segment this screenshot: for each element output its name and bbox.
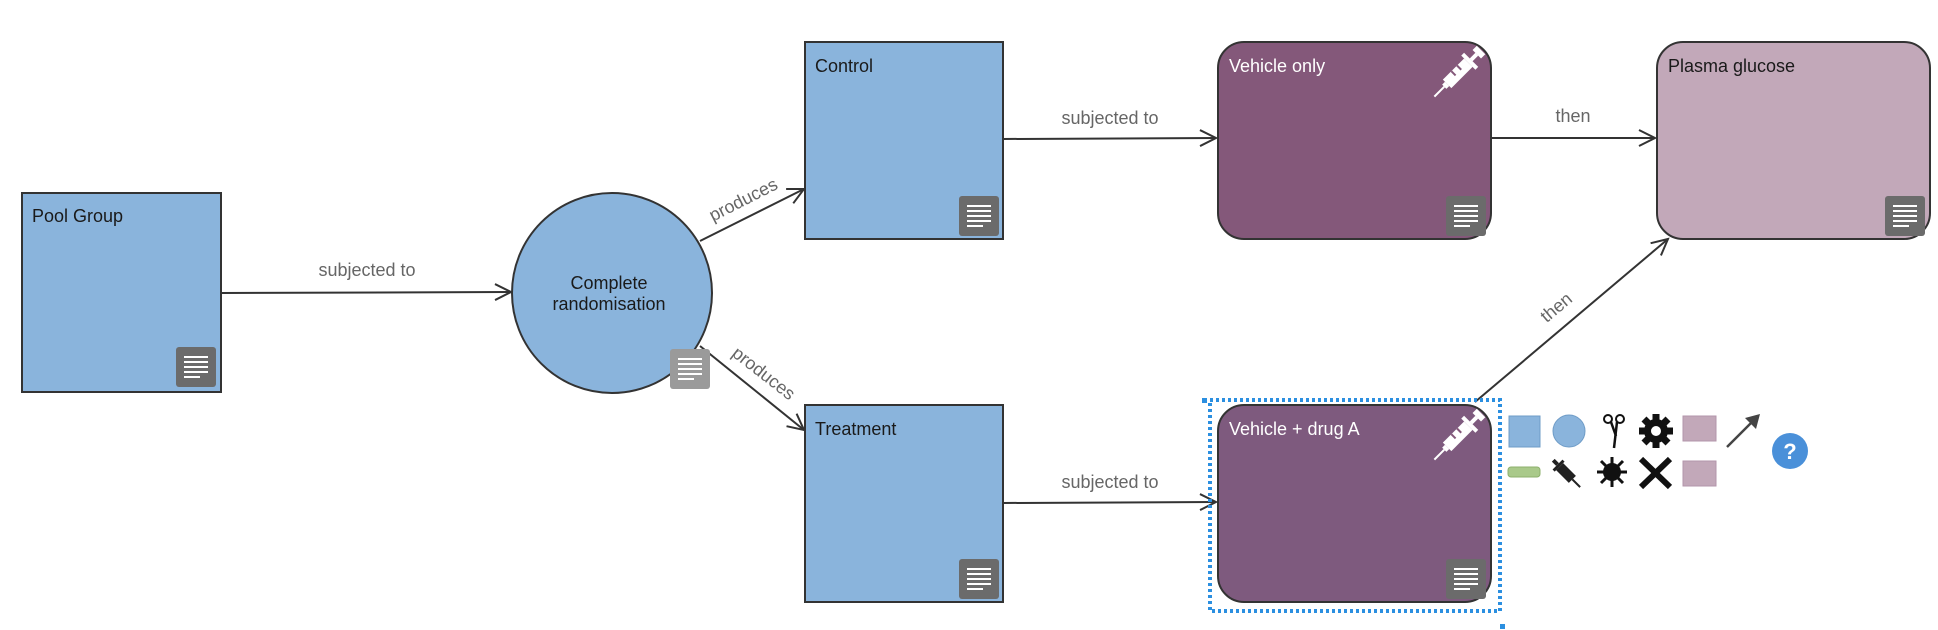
edge-label-produces: produces — [728, 343, 799, 404]
notes-icon[interactable] — [958, 558, 1000, 600]
edge-randomisation-to-control[interactable]: produces — [699, 174, 804, 242]
notes-icon[interactable] — [1884, 195, 1926, 237]
node-vehicle-only[interactable]: Vehicle only — [1217, 41, 1492, 240]
node-label: Vehicle + drug A — [1229, 419, 1360, 439]
resize-handle[interactable] — [1500, 624, 1505, 629]
edge-label-produces: produces — [706, 174, 781, 225]
node-label-line1: Complete — [570, 273, 647, 293]
gear-icon[interactable] — [1639, 414, 1673, 448]
node-complete-randomisation[interactable]: Complete randomisation — [511, 192, 713, 394]
selection-outline — [1208, 398, 1502, 613]
notes-icon[interactable] — [175, 346, 217, 388]
circle-node-icon[interactable] — [1552, 414, 1586, 448]
green-bar-icon[interactable] — [1507, 466, 1541, 478]
purple-rect-icon[interactable] — [1682, 415, 1717, 442]
edge-control-to-vehicle-only[interactable]: subjected to — [1002, 108, 1216, 139]
notes-icon[interactable] — [958, 195, 1000, 237]
node-label-line2: randomisation — [552, 294, 665, 314]
arrow-icon[interactable] — [1726, 414, 1760, 448]
notes-icon[interactable] — [1445, 195, 1487, 237]
edge-vehicle-drug-a-to-plasma-glucose[interactable]: then — [1474, 239, 1668, 403]
edge-label-then: then — [1555, 106, 1590, 126]
edge-label-subjected-to: subjected to — [1061, 472, 1158, 492]
node-vehicle-drug-a[interactable]: Vehicle + drug A — [1202, 398, 1505, 629]
node-label: Control — [815, 56, 873, 76]
edge-randomisation-to-treatment[interactable]: produces — [699, 343, 804, 430]
edge-pool-to-randomisation[interactable]: subjected to — [220, 260, 511, 293]
notes-icon[interactable] — [670, 349, 710, 389]
virus-icon[interactable] — [1597, 457, 1627, 487]
edge-label-subjected-to: subjected to — [1061, 108, 1158, 128]
notes-icon[interactable] — [1445, 558, 1487, 600]
delete-icon[interactable] — [1638, 456, 1673, 490]
scissors-icon[interactable] — [1603, 414, 1625, 449]
node-pool-group[interactable]: Pool Group — [21, 192, 222, 393]
help-glyph: ? — [1783, 439, 1796, 464]
square-node-icon[interactable] — [1508, 415, 1541, 448]
node-label: Pool Group — [32, 206, 123, 226]
help-icon[interactable]: ? — [1772, 433, 1808, 469]
edge-label-subjected-to: subjected to — [318, 260, 415, 280]
node-plasma-glucose[interactable]: Plasma glucose — [1656, 41, 1931, 240]
resize-handle[interactable] — [1202, 398, 1207, 403]
syringe-icon[interactable] — [1548, 455, 1585, 492]
edge-vehicle-only-to-plasma-glucose[interactable]: then — [1491, 106, 1655, 138]
node-control[interactable]: Control — [804, 41, 1004, 240]
node-context-toolbar: ? — [1507, 414, 1808, 492]
node-label: Treatment — [815, 419, 896, 439]
edge-treatment-to-vehicle-drug-a[interactable]: subjected to — [1002, 472, 1216, 503]
node-label: Vehicle only — [1229, 56, 1325, 76]
node-treatment[interactable]: Treatment — [804, 404, 1004, 603]
mauve-rect-icon[interactable] — [1682, 460, 1717, 487]
node-label: Plasma glucose — [1668, 56, 1795, 76]
